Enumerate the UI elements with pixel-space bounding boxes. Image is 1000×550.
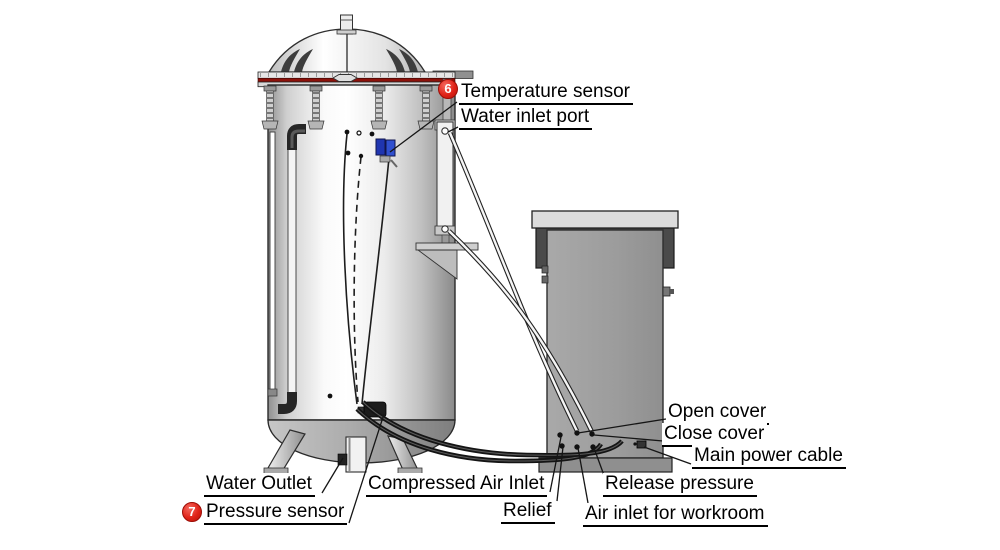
flange-latch [332, 74, 358, 82]
leader-water-inlet-port [447, 126, 459, 133]
leader-main-power-cable [643, 446, 692, 465]
sight-tube [269, 131, 276, 391]
badge-7: 7 [182, 502, 202, 522]
drain-pipe [278, 124, 306, 414]
label-temperature-sensor: Temperature sensor [459, 81, 633, 105]
sensor-cables [342, 133, 390, 405]
label-water-outlet: Water Outlet [204, 473, 315, 497]
leader-pressure-sensor [348, 413, 385, 524]
cabinet-ports [557, 430, 647, 450]
clamp-bolts [261, 85, 435, 130]
label-compressed-air-inlet: Compressed Air Inlet [366, 473, 548, 497]
knob-base [336, 29, 357, 35]
cabinet-knob [662, 286, 671, 297]
leader-temperature-sensor [389, 101, 458, 153]
main-power-connector [636, 440, 647, 449]
cable-ports [327, 129, 375, 399]
cabinet-hinge [541, 265, 549, 274]
leader-air-inlet-workroom [577, 447, 589, 504]
bracket-gusset [416, 249, 458, 280]
actuator-top-pivot [441, 127, 449, 135]
label-pressure-sensor: Pressure sensor [204, 501, 348, 525]
cabinet-base [538, 457, 673, 473]
port-close-cover [589, 431, 595, 437]
label-open-cover: Open cover [666, 401, 770, 425]
sight-tube-fitting [267, 388, 278, 397]
label-relief: Relief [501, 500, 555, 524]
label-release-pressure: Release pressure [603, 473, 757, 497]
cabinet-lid [531, 210, 679, 229]
temperature-sensor-probe [375, 138, 398, 168]
seal-ring [257, 78, 456, 83]
label-air-inlet-for-workroom: Air inlet for workroom [583, 503, 768, 527]
leader-relief [556, 446, 564, 502]
badge-6: 6 [438, 79, 458, 99]
leader-close-cover [593, 434, 664, 442]
port-compressed-air [557, 432, 563, 438]
label-water-inlet-port: Water inlet port [459, 106, 593, 130]
control-cabinet [531, 210, 679, 473]
leader-compressed-air [549, 436, 562, 493]
label-close-cover: Close cover [662, 423, 768, 447]
label-main-power-cable: Main power cable [692, 445, 846, 469]
actuator-hoses [447, 132, 595, 434]
dome-fins [281, 49, 418, 72]
main-hoses [355, 400, 624, 464]
cabinet-body [546, 229, 664, 459]
port-air-inlet-workroom [574, 444, 580, 450]
leader-open-cover [577, 418, 667, 434]
cabinet-hinge [541, 275, 549, 284]
port-open-cover [574, 430, 580, 436]
actuator-bottom-pivot [441, 225, 449, 233]
leader-water-outlet [321, 457, 344, 494]
lid-actuator [415, 78, 479, 280]
cabinet-knob-tip [670, 289, 674, 294]
